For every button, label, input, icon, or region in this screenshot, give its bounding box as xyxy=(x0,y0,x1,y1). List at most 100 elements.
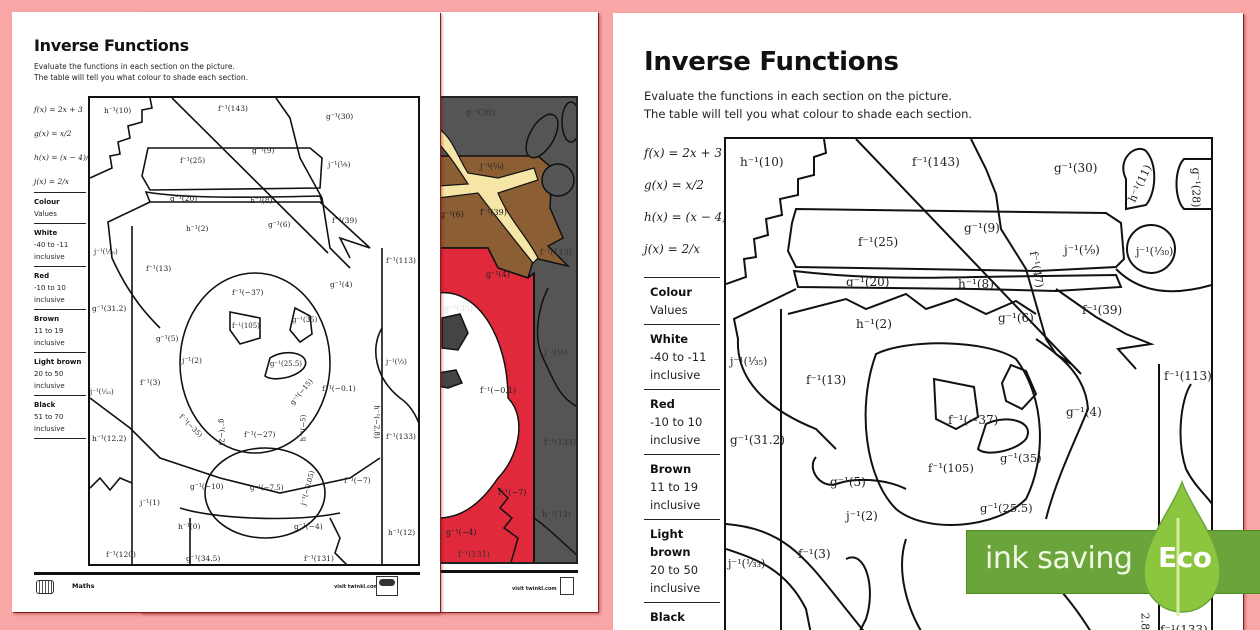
section-label: g⁻¹(6) xyxy=(998,311,1034,325)
section-label: g⁻¹(4) xyxy=(1066,405,1102,419)
function-j: j(x) = 2/x xyxy=(644,242,700,256)
section-label: h⁻¹(−2.8) xyxy=(372,405,381,439)
colour-table-header: Colour Values xyxy=(34,192,86,223)
section-label: f⁻¹(113) xyxy=(386,256,416,265)
section-label: j⁻¹(2) xyxy=(182,356,202,365)
section-label: g⁻¹(28) xyxy=(1189,167,1203,208)
section-label: g⁻¹(9) xyxy=(964,221,1000,235)
section-label: g⁻¹(30) xyxy=(326,112,354,121)
section-label: h⁻¹(−5) xyxy=(299,414,308,442)
section-label: g⁻¹(4) xyxy=(486,270,510,279)
section-label: f⁻¹(133) xyxy=(386,432,416,441)
function-g: g(x) = x/2 xyxy=(34,129,72,138)
section-label: g⁻¹(−7.5) xyxy=(250,484,284,492)
section-label: h⁻¹(12) xyxy=(542,510,572,519)
section-label: g⁻¹(35) xyxy=(292,316,318,324)
section-label: j⁻¹(⅓) xyxy=(544,348,568,357)
section-label: j⁻¹(¹⁄₃₅) xyxy=(730,355,768,368)
section-label: g⁻¹(−4) xyxy=(446,528,477,537)
section-label: g⁻¹(−10) xyxy=(190,482,224,491)
section-label: f⁻¹(13) xyxy=(806,373,847,387)
section-label: f⁻¹(3) xyxy=(140,378,161,387)
colour-row-white: White -40 to -11 inclusive xyxy=(644,324,720,389)
section-label: f⁻¹(25) xyxy=(180,156,206,165)
section-label: h⁻¹(8) xyxy=(958,277,994,291)
section-label: g⁻¹(34.5) xyxy=(186,554,221,563)
section-label: j⁻¹(¹⁄₃₅) xyxy=(94,248,118,256)
maths-subject-icon xyxy=(36,580,54,594)
footer-url[interactable]: visit twinkl.com xyxy=(512,586,557,592)
section-label: h⁻¹(10) xyxy=(740,155,784,169)
section-label: f⁻¹(131) xyxy=(458,550,490,559)
section-label: g⁻¹(5) xyxy=(830,475,866,489)
section-label: g⁻¹(20) xyxy=(170,194,198,203)
section-label: f⁻¹(−27) xyxy=(244,430,276,439)
colour-row-black: Black 51 to 70 inclusive xyxy=(644,602,720,630)
section-label: g⁻¹(6) xyxy=(440,210,464,219)
colour-table-header: Colour Values xyxy=(644,277,720,324)
colour-row-light-brown: Light brown 20 to 50 inclusive xyxy=(34,352,86,395)
section-label: f⁻¹(−7) xyxy=(498,488,527,497)
instructions: Evaluate the functions in each section o… xyxy=(34,62,248,84)
section-label: f⁻¹(39) xyxy=(332,216,358,225)
colour-row-red: Red -10 to 10 inclusive xyxy=(644,389,720,454)
section-label: h⁻¹(0) xyxy=(178,522,201,531)
section-label: g⁻¹(5) xyxy=(156,334,179,343)
section-label: j⁻¹(2) xyxy=(846,509,878,523)
colour-row-light-brown: Light brown 20 to 50 inclusive xyxy=(644,519,720,602)
section-label: f⁻¹(113) xyxy=(540,248,572,257)
section-label: f⁻¹(105) xyxy=(928,461,974,475)
footer-divider xyxy=(436,570,578,573)
section-label: f⁻¹(3) xyxy=(798,547,831,561)
footer-url[interactable]: visit twinkl.com xyxy=(334,584,379,590)
coloured-picture: g⁻¹(30) j⁻¹(¹⁄₉) g⁻¹(6) f⁻¹(39) f⁻¹(113)… xyxy=(436,96,578,564)
section-label: g⁻¹(4) xyxy=(330,280,353,289)
colour-row-white: White -40 to -11 inclusive xyxy=(34,223,86,266)
function-f: f(x) = 2x + 3 xyxy=(644,146,722,160)
twinkl-logo xyxy=(560,577,574,595)
section-label: f⁻¹(131) xyxy=(304,554,334,563)
section-label: g⁻¹(−2) xyxy=(217,418,226,446)
section-label: f⁻¹(133) xyxy=(1160,623,1208,630)
section-label: f⁻¹(−0.1) xyxy=(480,386,517,395)
section-label: f⁻¹(−0.1) xyxy=(322,384,356,393)
section-label: g⁻¹(31.2) xyxy=(92,304,127,313)
function-h: h(x) = (x − 4)/5 xyxy=(34,153,94,162)
section-label: h⁻¹(12.2) xyxy=(92,434,127,443)
section-label: f⁻¹(13) xyxy=(146,264,172,273)
section-label: g⁻¹(35) xyxy=(1000,451,1042,465)
section-label: j⁻¹(1) xyxy=(140,498,160,507)
line-art xyxy=(726,139,1211,630)
function-definitions: f(x) = 2x + 3 g(x) = x/2 h(x) = (x − 4)/… xyxy=(644,137,739,265)
section-label: g⁻¹(30) xyxy=(466,108,495,117)
section-label: j⁻¹(¹⁄₉) xyxy=(480,162,504,171)
worksheet-left-page: Inverse Functions Evaluate the functions… xyxy=(12,12,440,612)
section-label: h⁻¹(2) xyxy=(186,224,209,233)
section-label: h⁻¹(10) xyxy=(104,106,132,115)
instructions: Evaluate the functions in each section o… xyxy=(644,87,972,123)
section-label: g⁻¹(25.5) xyxy=(270,360,303,368)
instruction-line: The table will tell you what colour to s… xyxy=(644,107,973,121)
section-label: j⁻¹(¹⁄₃₃) xyxy=(728,557,766,570)
function-f: f(x) = 2x + 3 xyxy=(34,105,83,114)
section-label: f⁻¹(120) xyxy=(106,550,136,559)
colour-row-brown: Brown 11 to 19 inclusive xyxy=(644,454,720,519)
section-label: g⁻¹(30) xyxy=(1054,161,1098,175)
footer-subject: Maths xyxy=(72,582,95,590)
section-label: f⁻¹(39) xyxy=(480,208,507,217)
footer-divider xyxy=(34,572,420,575)
instruction-line: The table will tell you what colour to s… xyxy=(34,72,248,82)
section-label: f⁻¹(25) xyxy=(858,235,899,249)
section-label: f⁻¹(143) xyxy=(912,155,960,169)
section-label: g⁻¹(35) xyxy=(444,304,473,313)
section-label: f⁻¹(143) xyxy=(218,104,248,113)
colour-row-red: Red -10 to 10 inclusive xyxy=(34,266,86,309)
page-title: Inverse Functions xyxy=(34,36,189,55)
section-label: h⁻¹(8) xyxy=(250,196,273,205)
section-label: j⁻¹(¹⁄₉) xyxy=(328,160,351,169)
section-label: f⁻¹(39) xyxy=(1082,303,1123,317)
worksheet-zoomed-page: Inverse Functions Evaluate the functions… xyxy=(613,13,1243,630)
function-definitions: f(x) = 2x + 3 g(x) = x/2 h(x) = (x − 4)/… xyxy=(34,98,93,194)
section-label: f⁻¹(−37) xyxy=(948,413,999,427)
colour-row-brown: Brown 11 to 19 inclusive xyxy=(34,309,86,352)
